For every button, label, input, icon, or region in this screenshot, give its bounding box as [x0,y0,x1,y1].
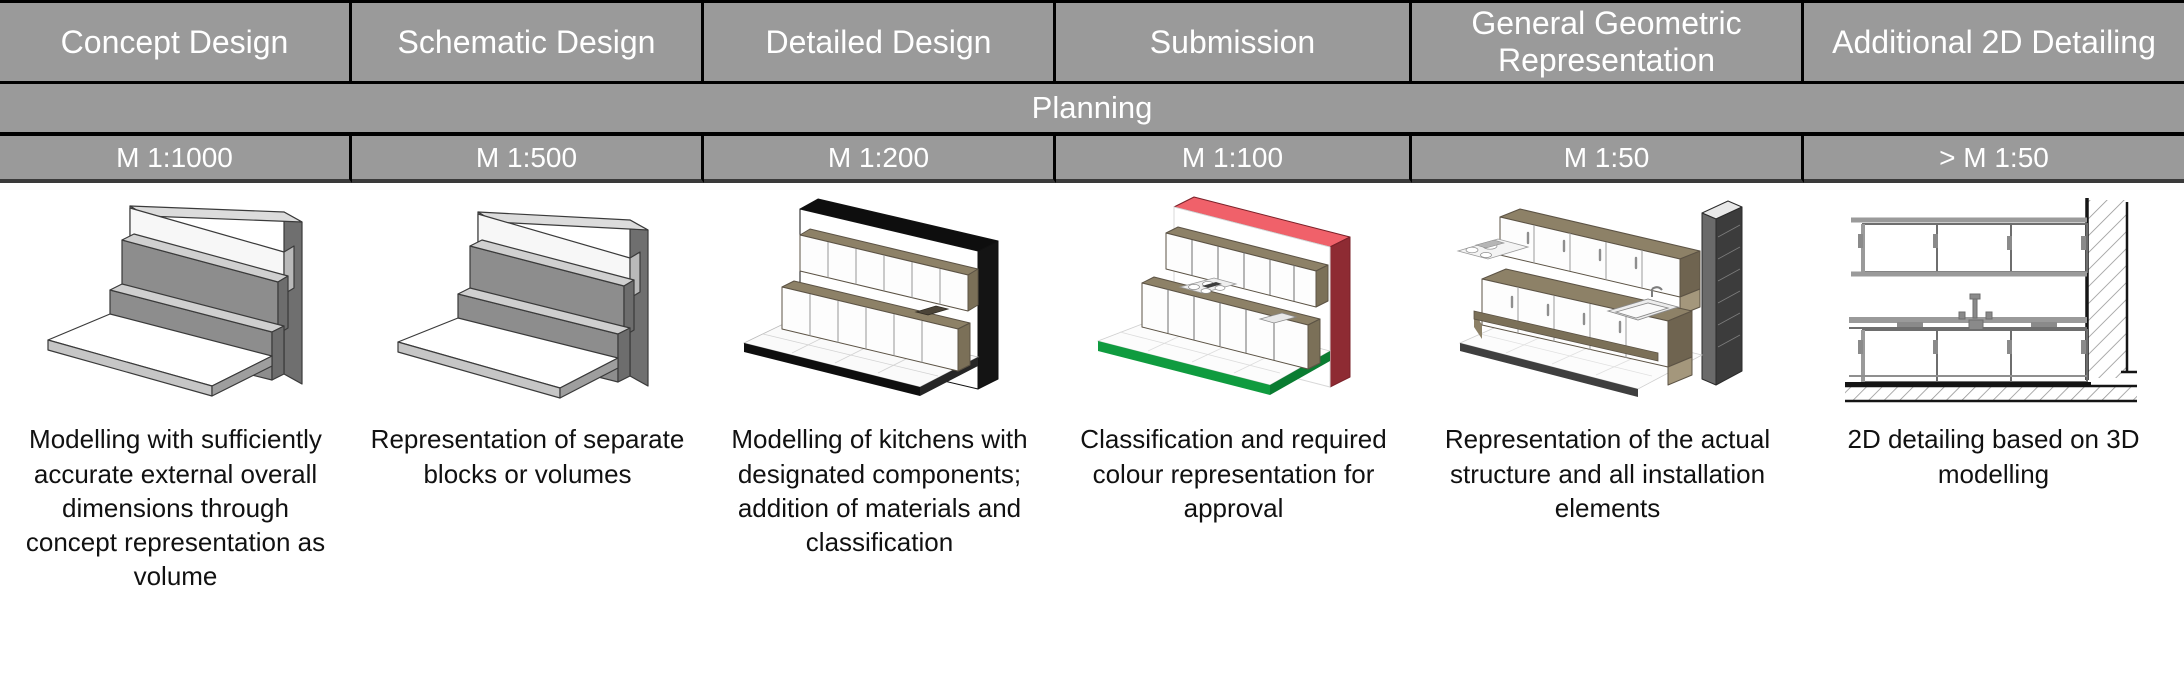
scale-cell-1-50: M 1:50 [1412,136,1804,184]
caption-schematic-design: Representation of separate blocks or vol… [370,424,685,489]
matrix-cell-detailed-design: Modelling of kitchens with designated co… [704,183,1056,678]
caption-submission: Classification and required colour repre… [1080,424,1387,523]
phase-header-detailed-design[interactable]: Detailed Design [704,0,1056,85]
caption-detailed-design: Modelling of kitchens with designated co… [731,424,1028,558]
phase-header-schematic-design[interactable]: Schematic Design [352,0,704,85]
scale-cell-1-1000: M 1:1000 [0,136,352,184]
phase-header-additional-2d-detailing[interactable]: Additional 2D Detailing [1804,0,2184,85]
phase-header-submission[interactable]: Submission [1056,0,1412,85]
caption-general-geometric-representation: Representation of the actual structure a… [1444,424,1771,523]
phase-header-concept-design[interactable]: Concept Design [0,0,352,85]
scale-row: M 1:1000 M 1:500 M 1:200 M 1:100 M 1:50 … [0,136,2184,184]
illustration-isometric-kitchen-components-materials [704,191,1055,406]
scale-cell-1-500: M 1:500 [352,136,704,184]
illustration-2d-elevation-kitchen-hatched-wall-floor [1804,191,2183,406]
caption-concept-design: Modelling with sufficiently accurate ext… [25,424,326,592]
scale-cell-1-200: M 1:200 [704,136,1056,184]
matrix-cell-concept-design: Modelling with sufficiently accurate ext… [0,183,352,678]
matrix-cell-general-geometric-representation: Representation of the actual structure a… [1412,183,1804,678]
matrix-cell-additional-2d-detailing: 2D detailing based on 3D modelling [1804,183,2184,678]
illustration-isometric-massing-volume-blocks [0,191,351,406]
caption-additional-2d-detailing: 2D detailing based on 3D modelling [1847,424,2140,489]
illustration-isometric-kitchen-full-detail-installation [1412,191,1803,406]
left-edge-divider [0,222,3,674]
illustration-isometric-separate-blocks-volumes [352,191,703,406]
illustration-isometric-kitchen-colour-classification [1056,191,1411,406]
scale-cell-gt-1-50: > M 1:50 [1804,136,2184,184]
phase-header-general-geometric-representation[interactable]: General Geometric Representation [1412,0,1804,85]
planning-band-label: Planning [0,84,2184,137]
planning-band-row: Planning [0,84,2184,137]
matrix-cell-submission: Classification and required colour repre… [1056,183,1412,678]
matrix-cell-schematic-design: Representation of separate blocks or vol… [352,183,704,678]
phase-header-row: Concept Design Schematic Design Detailed… [0,0,2184,85]
illustration-row: Modelling with sufficiently accurate ext… [0,183,2184,678]
scale-cell-1-100: M 1:100 [1056,136,1412,184]
